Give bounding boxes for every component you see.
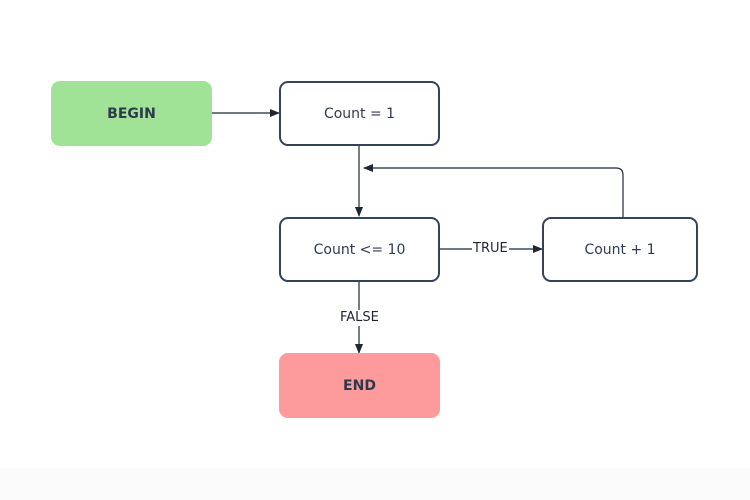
node-condition: Count <= 10: [279, 217, 440, 282]
node-begin: BEGIN: [51, 81, 212, 146]
edge-increment-loop-back: [363, 164, 624, 217]
node-init-label: Count = 1: [323, 105, 396, 122]
node-increment-label: Count + 1: [584, 241, 656, 258]
node-begin-label: BEGIN: [107, 105, 156, 122]
node-end: END: [279, 353, 440, 418]
node-end-label: END: [343, 377, 376, 394]
bottom-band: [0, 468, 750, 500]
node-increment: Count + 1: [542, 217, 698, 282]
node-condition-label: Count <= 10: [313, 241, 406, 258]
node-init: Count = 1: [279, 81, 440, 146]
edge-label-false: FALSE: [339, 310, 380, 326]
edge-label-true: TRUE: [472, 241, 509, 257]
